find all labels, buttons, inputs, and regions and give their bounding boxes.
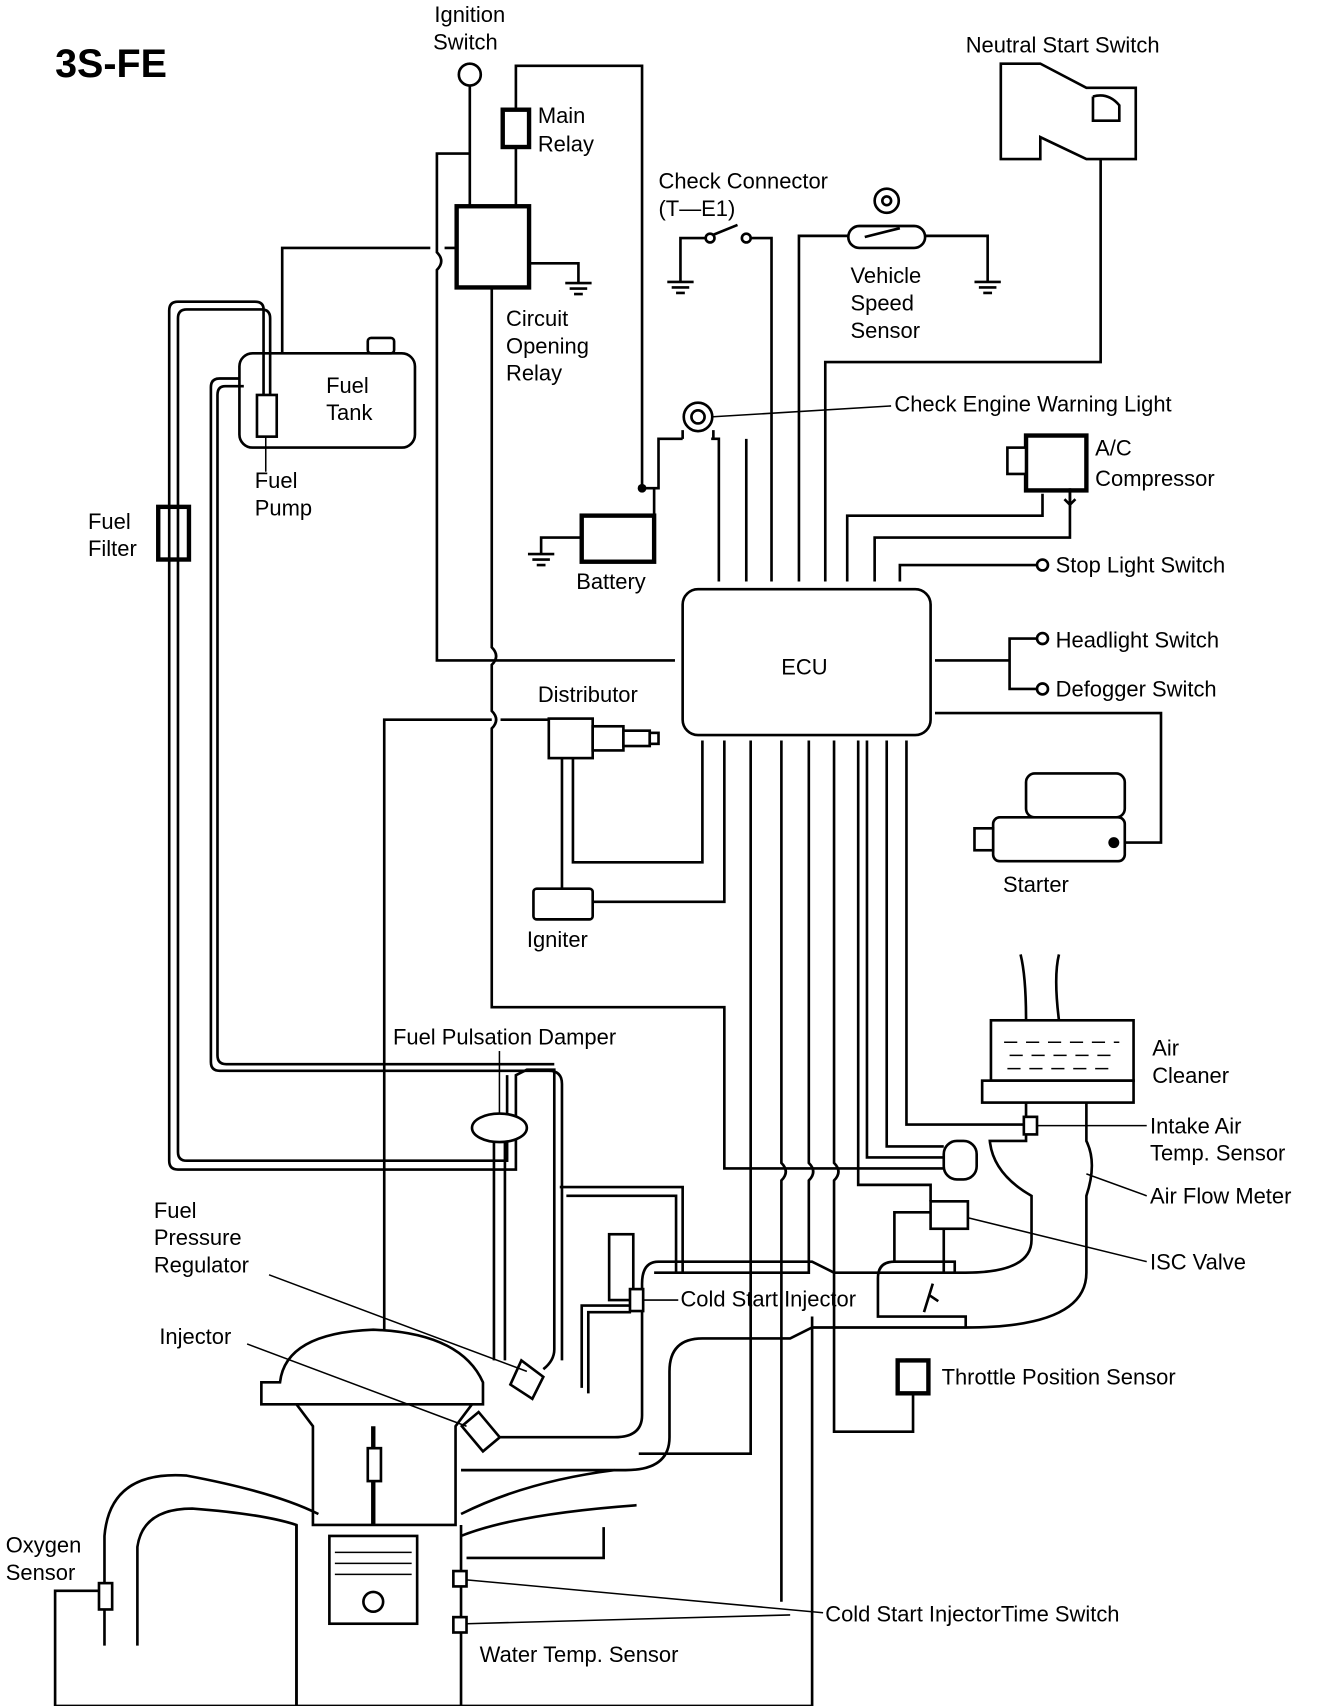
air-cleaner: Air Cleaner xyxy=(980,954,1229,1104)
svg-text:A/C: A/C xyxy=(1095,435,1132,460)
svg-text:Stop Light Switch: Stop Light Switch xyxy=(1056,553,1226,578)
svg-text:Compressor: Compressor xyxy=(1095,466,1214,491)
ignition-switch: Ignition Switch xyxy=(433,2,505,87)
svg-text:Main: Main xyxy=(538,103,586,128)
svg-text:Regulator: Regulator xyxy=(154,1253,249,1278)
svg-text:Sensor: Sensor xyxy=(6,1560,76,1585)
svg-text:Relay: Relay xyxy=(506,361,562,386)
svg-text:Tank: Tank xyxy=(326,400,372,425)
svg-text:Fuel: Fuel xyxy=(154,1198,197,1223)
svg-text:Defogger Switch: Defogger Switch xyxy=(1056,677,1217,702)
intake-ducting xyxy=(461,1102,1094,1472)
ground-symbols xyxy=(527,280,1001,567)
svg-text:Neutral Start Switch: Neutral Start Switch xyxy=(966,33,1160,58)
svg-text:Distributor: Distributor xyxy=(538,682,638,707)
battery: Battery xyxy=(576,483,657,594)
svg-text:Cleaner: Cleaner xyxy=(1152,1063,1229,1088)
svg-text:ISC Valve: ISC Valve xyxy=(1150,1249,1246,1274)
svg-text:Oxygen: Oxygen xyxy=(6,1532,82,1557)
svg-text:Air Flow Meter: Air Flow Meter xyxy=(1150,1184,1291,1209)
intake-air-temp-sensor: Intake Air Temp. Sensor xyxy=(1022,1113,1285,1166)
svg-text:Cold Start InjectorTime Switch: Cold Start InjectorTime Switch xyxy=(825,1602,1119,1627)
svg-text:Water Temp. Sensor: Water Temp. Sensor xyxy=(480,1642,679,1667)
vehicle-speed-sensor: Vehicle Speed Sensor xyxy=(846,187,927,343)
starter: Starter xyxy=(973,772,1127,897)
svg-text:Filter: Filter xyxy=(88,536,137,561)
svg-text:Vehicle: Vehicle xyxy=(851,263,922,288)
svg-text:Cold Start Injector: Cold Start Injector xyxy=(680,1287,856,1312)
svg-text:Switch: Switch xyxy=(433,29,498,54)
svg-text:Throttle Position Sensor: Throttle Position Sensor xyxy=(942,1365,1176,1390)
igniter: Igniter xyxy=(527,887,595,952)
svg-text:Fuel: Fuel xyxy=(326,373,369,398)
engine xyxy=(97,1328,637,1706)
cold-start-injector: Cold Start Injector xyxy=(607,1232,856,1313)
svg-text:Sensor: Sensor xyxy=(851,318,921,343)
fuel-filter: Fuel Filter xyxy=(88,504,192,562)
svg-text:Fuel Pulsation Damper: Fuel Pulsation Damper xyxy=(393,1024,616,1049)
defogger-switch: Defogger Switch xyxy=(1035,677,1217,702)
svg-text:Opening: Opening xyxy=(506,333,589,358)
air-flow-meter: Air Flow Meter xyxy=(942,1139,1291,1209)
svg-text:ECU: ECU xyxy=(781,655,827,680)
fuel-pulsation-damper: Fuel Pulsation Damper xyxy=(393,1024,616,1144)
svg-text:Ignition: Ignition xyxy=(434,2,505,27)
svg-text:Temp. Sensor: Temp. Sensor xyxy=(1150,1141,1285,1166)
throttle-position-sensor: Throttle Position Sensor xyxy=(895,1358,1176,1396)
svg-text:Pump: Pump xyxy=(255,496,312,521)
check-engine-warning-light: Check Engine Warning Light xyxy=(681,391,1172,439)
svg-text:Injector: Injector xyxy=(159,1324,231,1349)
svg-text:Battery: Battery xyxy=(576,569,646,594)
check-connector[interactable]: Check Connector (T—E1) xyxy=(659,169,829,244)
ac-compressor: A/C Compressor xyxy=(1006,433,1215,508)
svg-text:Intake Air: Intake Air xyxy=(1150,1113,1241,1138)
fuel-pump-label: Fuel Pump xyxy=(255,436,312,521)
headlight-switch: Headlight Switch xyxy=(1035,627,1219,652)
svg-text:Igniter: Igniter xyxy=(527,927,588,952)
diagram-title: 3S-FE xyxy=(55,42,167,86)
svg-text:Check Engine Warning Light: Check Engine Warning Light xyxy=(894,391,1171,416)
wiring xyxy=(53,64,1163,1706)
svg-text:Headlight Switch: Headlight Switch xyxy=(1056,627,1219,652)
ecu: ECU xyxy=(681,587,932,737)
svg-text:(T—E1): (T—E1) xyxy=(659,196,736,221)
fuel-lines xyxy=(167,300,684,1394)
engine-labels: Fuel Pressure Regulator Injector Oxygen … xyxy=(6,1198,1120,1667)
svg-text:Check Connector: Check Connector xyxy=(659,169,829,194)
isc-valve: ISC Valve xyxy=(893,1200,1246,1274)
svg-text:Speed: Speed xyxy=(851,290,914,315)
svg-text:Fuel: Fuel xyxy=(88,509,131,534)
svg-text:Fuel: Fuel xyxy=(255,468,298,493)
neutral-start-switch: Neutral Start Switch xyxy=(966,33,1160,161)
distributor: Distributor xyxy=(538,682,660,760)
svg-text:Starter: Starter xyxy=(1003,872,1069,897)
svg-text:Air: Air xyxy=(1152,1035,1179,1060)
fuel-tank: Fuel Tank xyxy=(238,336,417,449)
svg-text:Relay: Relay xyxy=(538,131,594,156)
svg-text:Pressure: Pressure xyxy=(154,1225,242,1250)
stop-light-switch: Stop Light Switch xyxy=(1035,553,1226,578)
svg-text:Circuit: Circuit xyxy=(506,306,568,331)
circuit-opening-relay: Circuit Opening Relay xyxy=(454,204,589,386)
leader-lines xyxy=(246,1274,824,1625)
